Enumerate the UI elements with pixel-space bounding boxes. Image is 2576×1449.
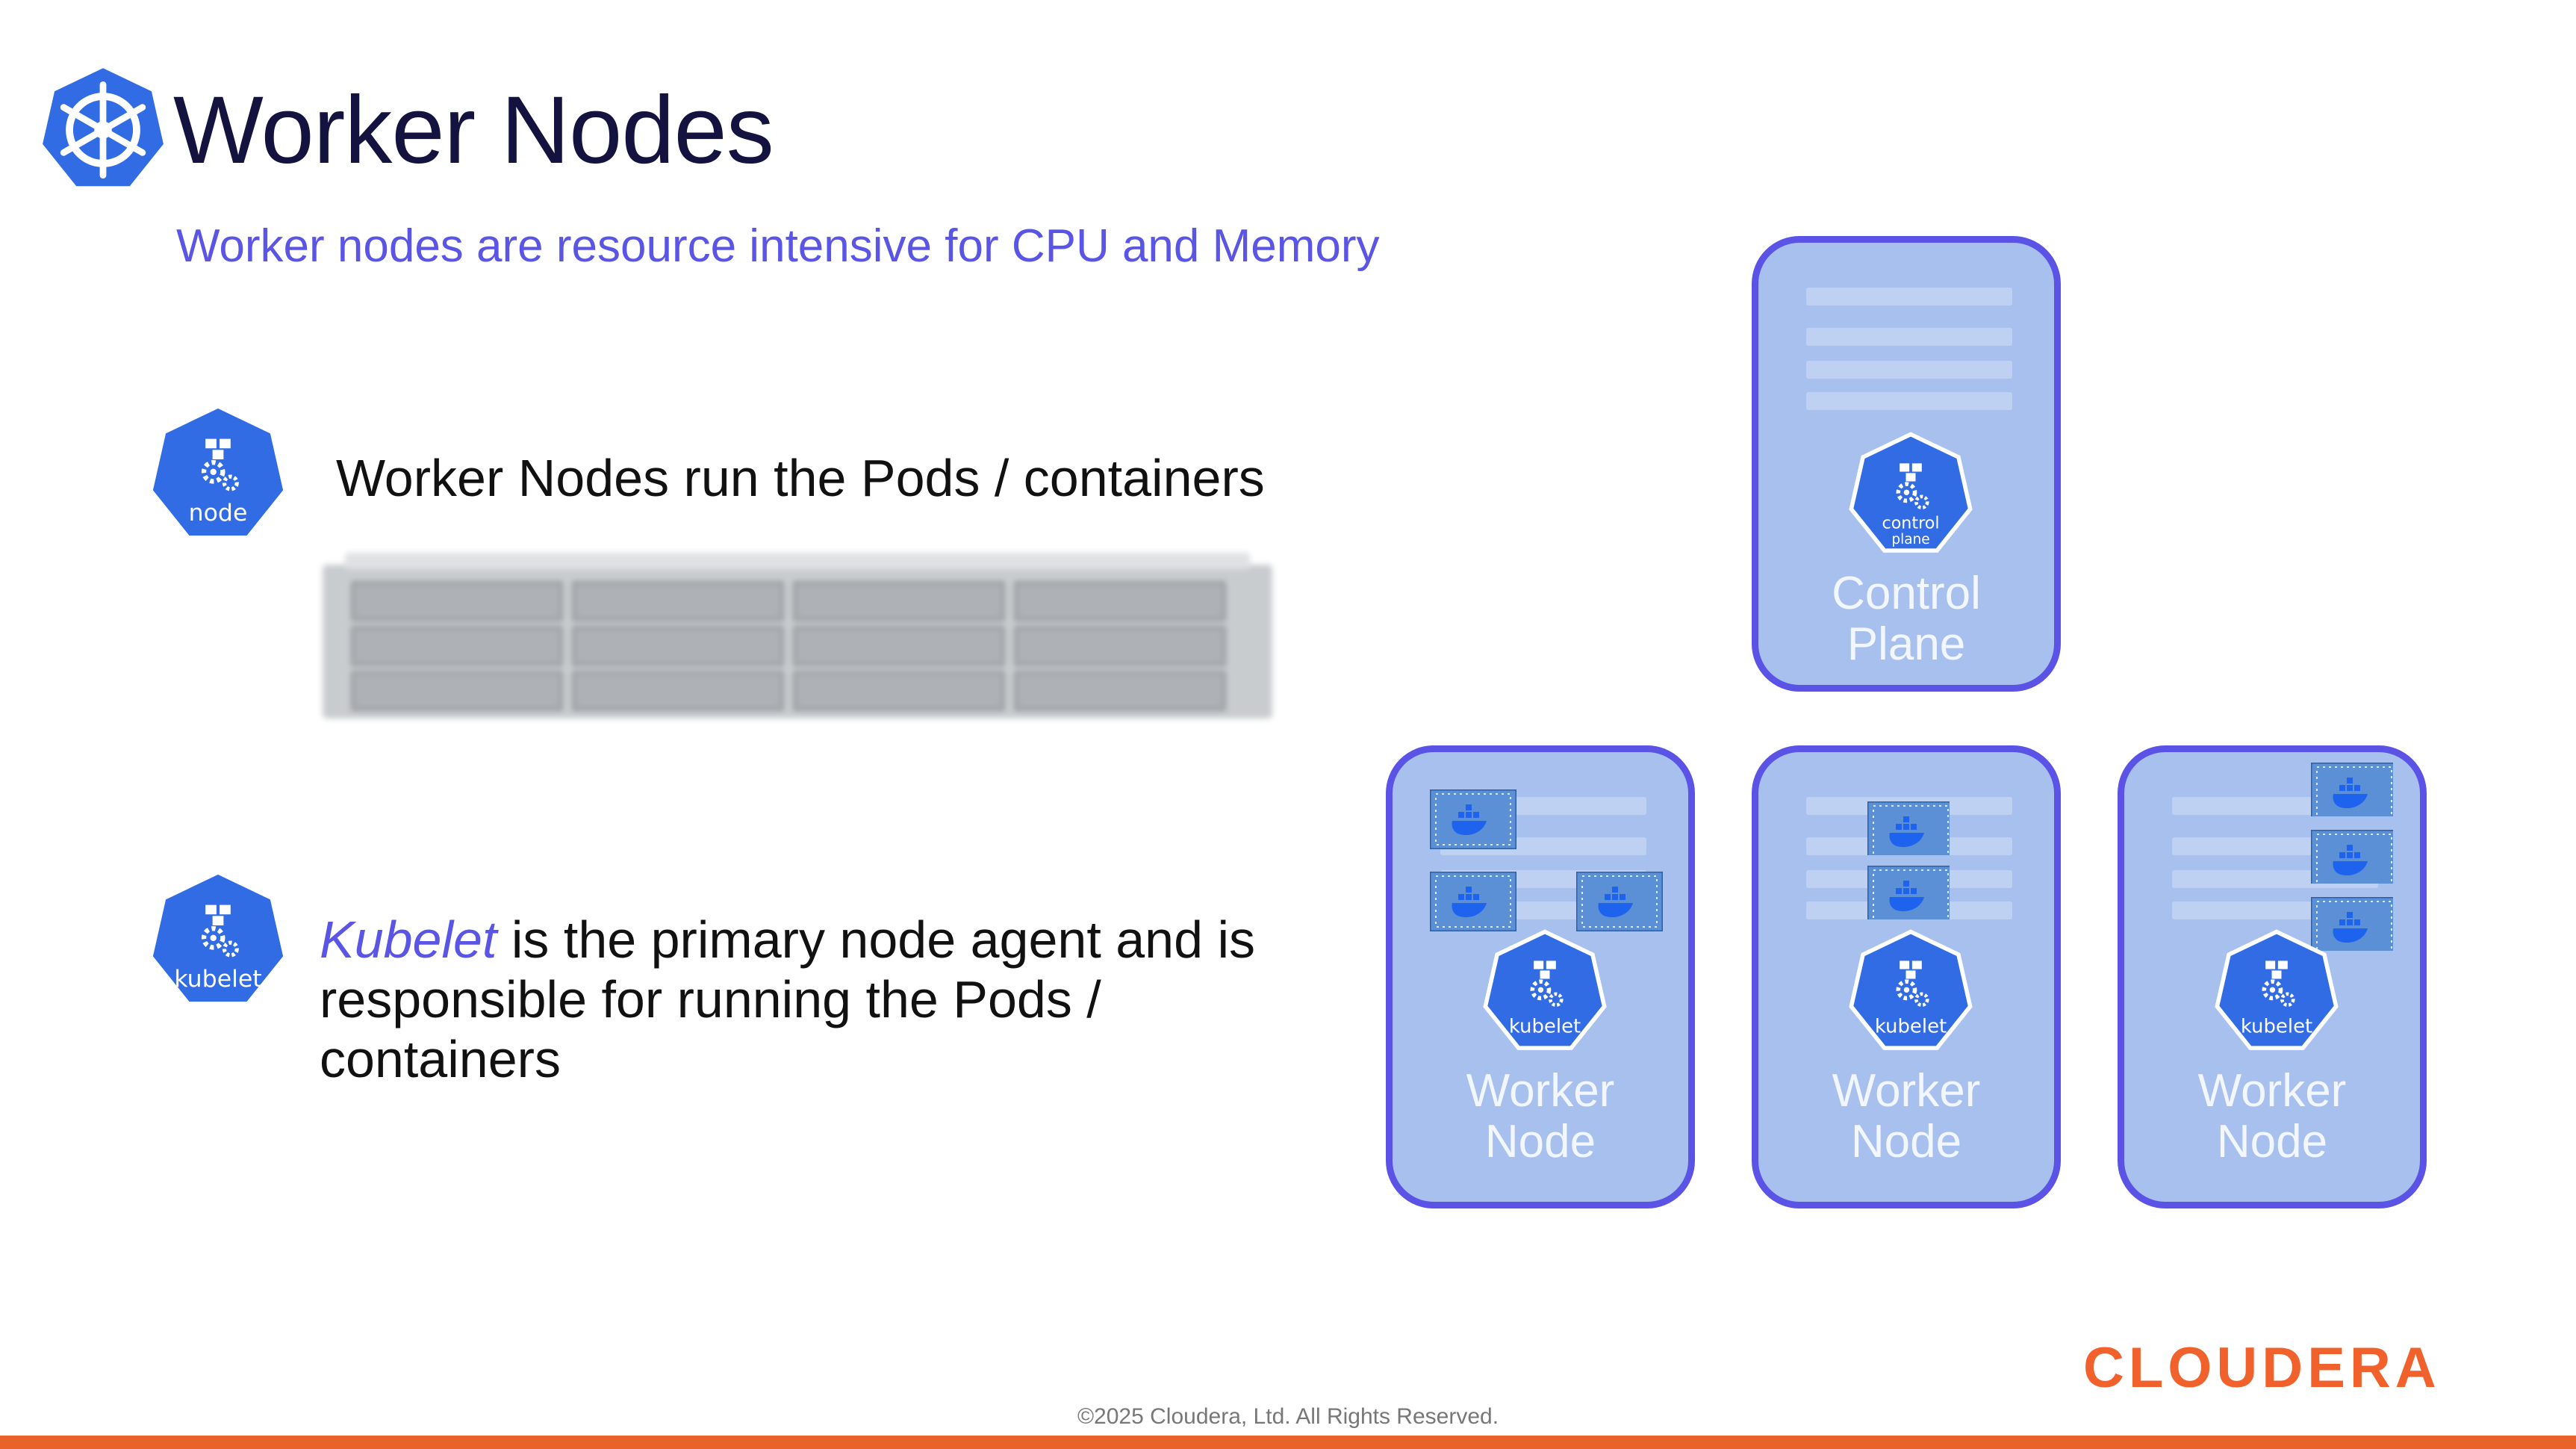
worker-node-label-2: Node	[1484, 1116, 1596, 1167]
worker-node-card: kubelet Worker Node	[1386, 745, 1695, 1208]
control-plane-icon-label-2: plane	[1891, 532, 1929, 547]
bullet-kubelet: Kubelet is the primary node agent and is…	[320, 910, 1320, 1089]
page-subtitle: Worker nodes are resource intensive for …	[176, 220, 1380, 272]
container-icon	[1430, 872, 1516, 931]
kubelet-badge: kubelet	[1875, 1016, 1947, 1038]
kubelet-icon: kubelet	[2211, 927, 2342, 1058]
footer-accent-bar	[0, 1436, 2576, 1449]
kubelet-icon: kubelet	[143, 866, 293, 1016]
control-plane-label-2: Plane	[1847, 618, 1966, 670]
worker-node-card: kubelet Worker Node	[2118, 745, 2427, 1208]
page-title: Worker Nodes	[173, 77, 774, 184]
node-icon-label: node	[189, 500, 248, 527]
copyright-text: ©2025 Cloudera, Ltd. All Rights Reserved…	[1077, 1404, 1499, 1429]
control-plane-card: control plane Control Plane	[1752, 236, 2061, 692]
container-icon	[1430, 789, 1516, 849]
worker-node-label-1: Worker	[1832, 1065, 1981, 1117]
kubelet-icon: kubelet	[1845, 927, 1976, 1058]
container-icon	[1867, 866, 1950, 919]
container-icon	[1576, 872, 1663, 931]
bullet-worker-nodes: Worker Nodes run the Pods / containers	[336, 449, 1265, 507]
worker-node-label-2: Node	[1850, 1116, 1962, 1167]
control-plane-icon-label-1: control	[1882, 513, 1939, 533]
container-icon	[2311, 763, 2393, 816]
cloudera-logo: CLOUDERA	[2083, 1336, 2441, 1400]
container-icon	[2311, 830, 2393, 884]
kubelet-icon: kubelet	[1479, 927, 1611, 1058]
container-icon	[1867, 801, 1950, 855]
worker-node-label-2: Node	[2216, 1116, 2328, 1167]
server-rack-image	[323, 550, 1272, 726]
worker-node-card: kubelet Worker Node	[1752, 745, 2061, 1208]
control-plane-icon: control plane	[1845, 429, 1976, 561]
control-plane-label-1: Control	[1832, 568, 1981, 619]
kubelet-badge: kubelet	[1509, 1016, 1581, 1038]
kubelet-badge: kubelet	[2241, 1016, 2312, 1038]
worker-node-label-1: Worker	[1466, 1065, 1615, 1117]
kubelet-icon-label: kubelet	[174, 966, 261, 993]
kubelet-description: is the primary node agent and is respons…	[320, 910, 1256, 1088]
kubelet-term: Kubelet	[320, 910, 497, 969]
kubernetes-helm-icon	[36, 64, 170, 196]
worker-node-label-1: Worker	[2197, 1065, 2347, 1117]
node-icon: node	[143, 400, 293, 550]
